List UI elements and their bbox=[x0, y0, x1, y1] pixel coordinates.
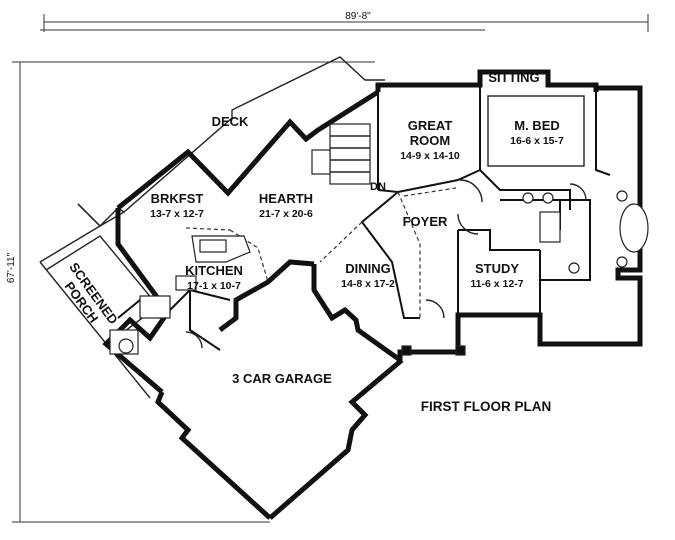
room-label-dining: DINING bbox=[345, 261, 391, 276]
width-dimension: 89'-8" bbox=[345, 11, 371, 22]
room-label-kitchen: KITCHEN bbox=[185, 263, 243, 278]
bath-fixtures bbox=[522, 190, 649, 274]
room-size-dining: 14-8 x 17-2 bbox=[341, 278, 395, 290]
room-label-great-room-2: ROOM bbox=[410, 133, 450, 148]
room-label-great-room-1: GREAT bbox=[408, 118, 453, 133]
room-size-master-bed: 16-6 x 15-7 bbox=[510, 135, 564, 147]
dimension-lines bbox=[12, 14, 649, 523]
room-label-study: STUDY bbox=[475, 261, 519, 276]
room-label-sitting: SITTING bbox=[488, 70, 539, 85]
room-size-great-room: 14-9 x 14-10 bbox=[400, 150, 460, 162]
interior-walls bbox=[117, 85, 611, 351]
room-label-master-bed: M. BED bbox=[514, 118, 560, 133]
room-label-deck: DECK bbox=[212, 114, 249, 129]
room-size-brkfst: 13-7 x 12-7 bbox=[150, 208, 204, 220]
room-label-screened-porch: SCREENED PORCH bbox=[62, 260, 121, 327]
stair-label: DN bbox=[370, 181, 386, 193]
room-label-foyer: FOYER bbox=[403, 214, 448, 229]
room-size-study: 11-6 x 12-7 bbox=[470, 278, 523, 290]
stair bbox=[311, 123, 371, 185]
exterior-walls bbox=[102, 69, 643, 520]
depth-dimension: 67'-11" bbox=[6, 252, 17, 283]
master-tray bbox=[487, 95, 585, 167]
plan-title: FIRST FLOOR PLAN bbox=[421, 399, 552, 414]
room-label-hearth: HEARTH bbox=[259, 191, 313, 206]
room-label-garage: 3 CAR GARAGE bbox=[232, 371, 332, 386]
room-size-kitchen: 17-1 x 10-7 bbox=[187, 280, 241, 292]
room-label-brkfst: BRKFST bbox=[151, 191, 204, 206]
porch-column bbox=[401, 345, 412, 356]
dashed-lines bbox=[185, 187, 457, 318]
deck-outline bbox=[77, 56, 385, 227]
kitchen-counters bbox=[175, 235, 251, 291]
porch-column-2 bbox=[455, 345, 466, 356]
room-size-hearth: 21-7 x 20-6 bbox=[259, 208, 313, 220]
utility-fixtures bbox=[109, 295, 171, 355]
door-swings bbox=[185, 179, 587, 349]
